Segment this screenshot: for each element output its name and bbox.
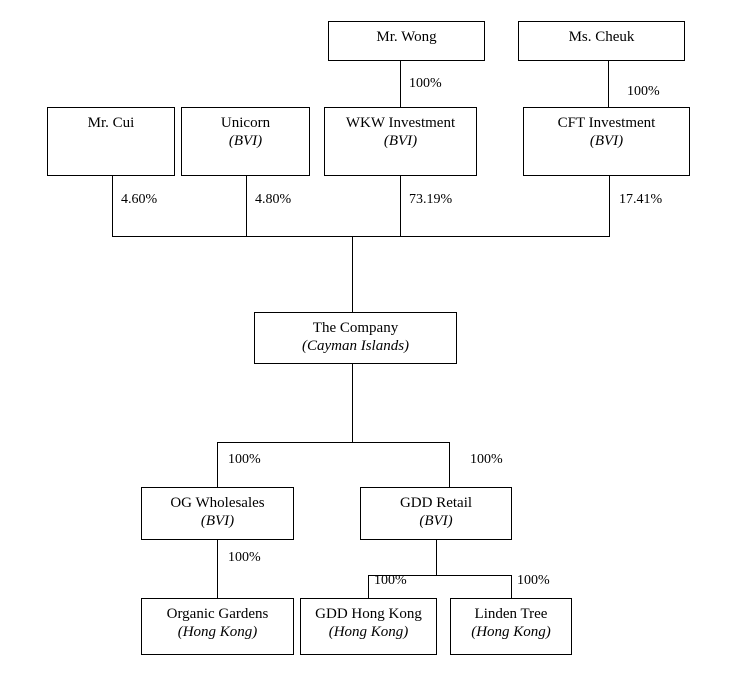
node-unicorn[interactable]: Unicorn (BVI): [181, 107, 310, 176]
node-cft-investment-jurisdiction: (BVI): [589, 133, 624, 150]
edge-unicorn-to-bus-line: [246, 176, 247, 236]
node-linden-tree-jurisdiction: (Hong Kong): [471, 624, 551, 641]
node-gdd-retail-name: GDD Retail: [399, 495, 473, 511]
node-wkw-investment-jurisdiction: (BVI): [383, 133, 418, 150]
node-organic-gardens[interactable]: Organic Gardens (Hong Kong): [141, 598, 294, 655]
node-ms-cheuk-name: Ms. Cheuk: [568, 29, 635, 45]
node-the-company-name: The Company: [312, 320, 399, 336]
shareholders-bus-line: [112, 236, 610, 237]
node-gdd-retail[interactable]: GDD Retail (BVI): [360, 487, 512, 540]
edge-gdd-retail-down-line: [436, 540, 437, 575]
edge-cft-to-company-label: 17.41%: [619, 192, 663, 207]
edge-gdd-retail-to-linden-label: 100%: [517, 573, 550, 588]
node-the-company[interactable]: The Company (Cayman Islands): [254, 312, 457, 364]
node-cft-investment[interactable]: CFT Investment (BVI): [523, 107, 690, 176]
node-wkw-investment[interactable]: WKW Investment (BVI): [324, 107, 477, 176]
node-mr-cui[interactable]: Mr. Cui: [47, 107, 175, 176]
edge-og-to-organic-gardens-label: 100%: [228, 550, 261, 565]
edge-gdd-retail-to-linden-line: [511, 575, 512, 598]
node-unicorn-jurisdiction: (BVI): [228, 133, 263, 150]
node-wkw-investment-name: WKW Investment: [345, 115, 456, 131]
gdd-retail-subsidiary-bus-line: [368, 575, 512, 576]
edge-cui-to-bus-line: [112, 176, 113, 236]
edge-wong-to-wkw-line: [400, 61, 401, 107]
edge-company-to-gdd-retail-label: 100%: [470, 452, 503, 467]
edge-cheuk-to-cft-line: [608, 61, 609, 107]
node-og-wholesales[interactable]: OG Wholesales (BVI): [141, 487, 294, 540]
node-linden-tree-name: Linden Tree: [474, 606, 548, 622]
edge-cft-to-bus-line: [609, 176, 610, 236]
edge-company-to-og-label: 100%: [228, 452, 261, 467]
edge-unicorn-to-company-label: 4.80%: [255, 192, 292, 207]
node-og-wholesales-name: OG Wholesales: [170, 495, 265, 511]
node-cft-investment-name: CFT Investment: [557, 115, 656, 131]
company-subsidiary-bus-line: [217, 442, 450, 443]
node-gdd-retail-jurisdiction: (BVI): [419, 513, 453, 530]
edge-wkw-to-company-label: 73.19%: [409, 192, 453, 207]
node-linden-tree[interactable]: Linden Tree (Hong Kong): [450, 598, 572, 655]
edge-company-to-gdd-retail-line: [449, 442, 450, 487]
edge-wong-to-wkw-label: 100%: [409, 76, 442, 91]
node-ms-cheuk[interactable]: Ms. Cheuk: [518, 21, 685, 61]
edge-company-to-og-line: [217, 442, 218, 487]
node-mr-wong-name: Mr. Wong: [376, 29, 437, 45]
node-gdd-hong-kong-jurisdiction: (Hong Kong): [328, 624, 409, 641]
node-unicorn-name: Unicorn: [220, 115, 271, 131]
edge-bus-to-company-line: [352, 236, 353, 312]
node-mr-wong[interactable]: Mr. Wong: [328, 21, 485, 61]
edge-wkw-to-bus-line: [400, 176, 401, 236]
node-mr-cui-name: Mr. Cui: [87, 115, 135, 131]
edge-company-down-line: [352, 364, 353, 442]
node-the-company-jurisdiction: (Cayman Islands): [301, 338, 410, 355]
node-gdd-hong-kong[interactable]: GDD Hong Kong (Hong Kong): [300, 598, 437, 655]
node-gdd-hong-kong-name: GDD Hong Kong: [315, 606, 422, 622]
edge-cheuk-to-cft-label: 100%: [627, 84, 660, 99]
edge-gdd-retail-to-gdd-hk-line: [368, 575, 369, 598]
node-organic-gardens-name: Organic Gardens: [166, 606, 269, 622]
edge-gdd-retail-to-gdd-hk-label: 100%: [374, 573, 407, 588]
node-og-wholesales-jurisdiction: (BVI): [200, 513, 235, 530]
node-organic-gardens-jurisdiction: (Hong Kong): [177, 624, 258, 641]
edge-cui-to-company-label: 4.60%: [121, 192, 158, 207]
edge-og-to-organic-gardens-line: [217, 540, 218, 598]
